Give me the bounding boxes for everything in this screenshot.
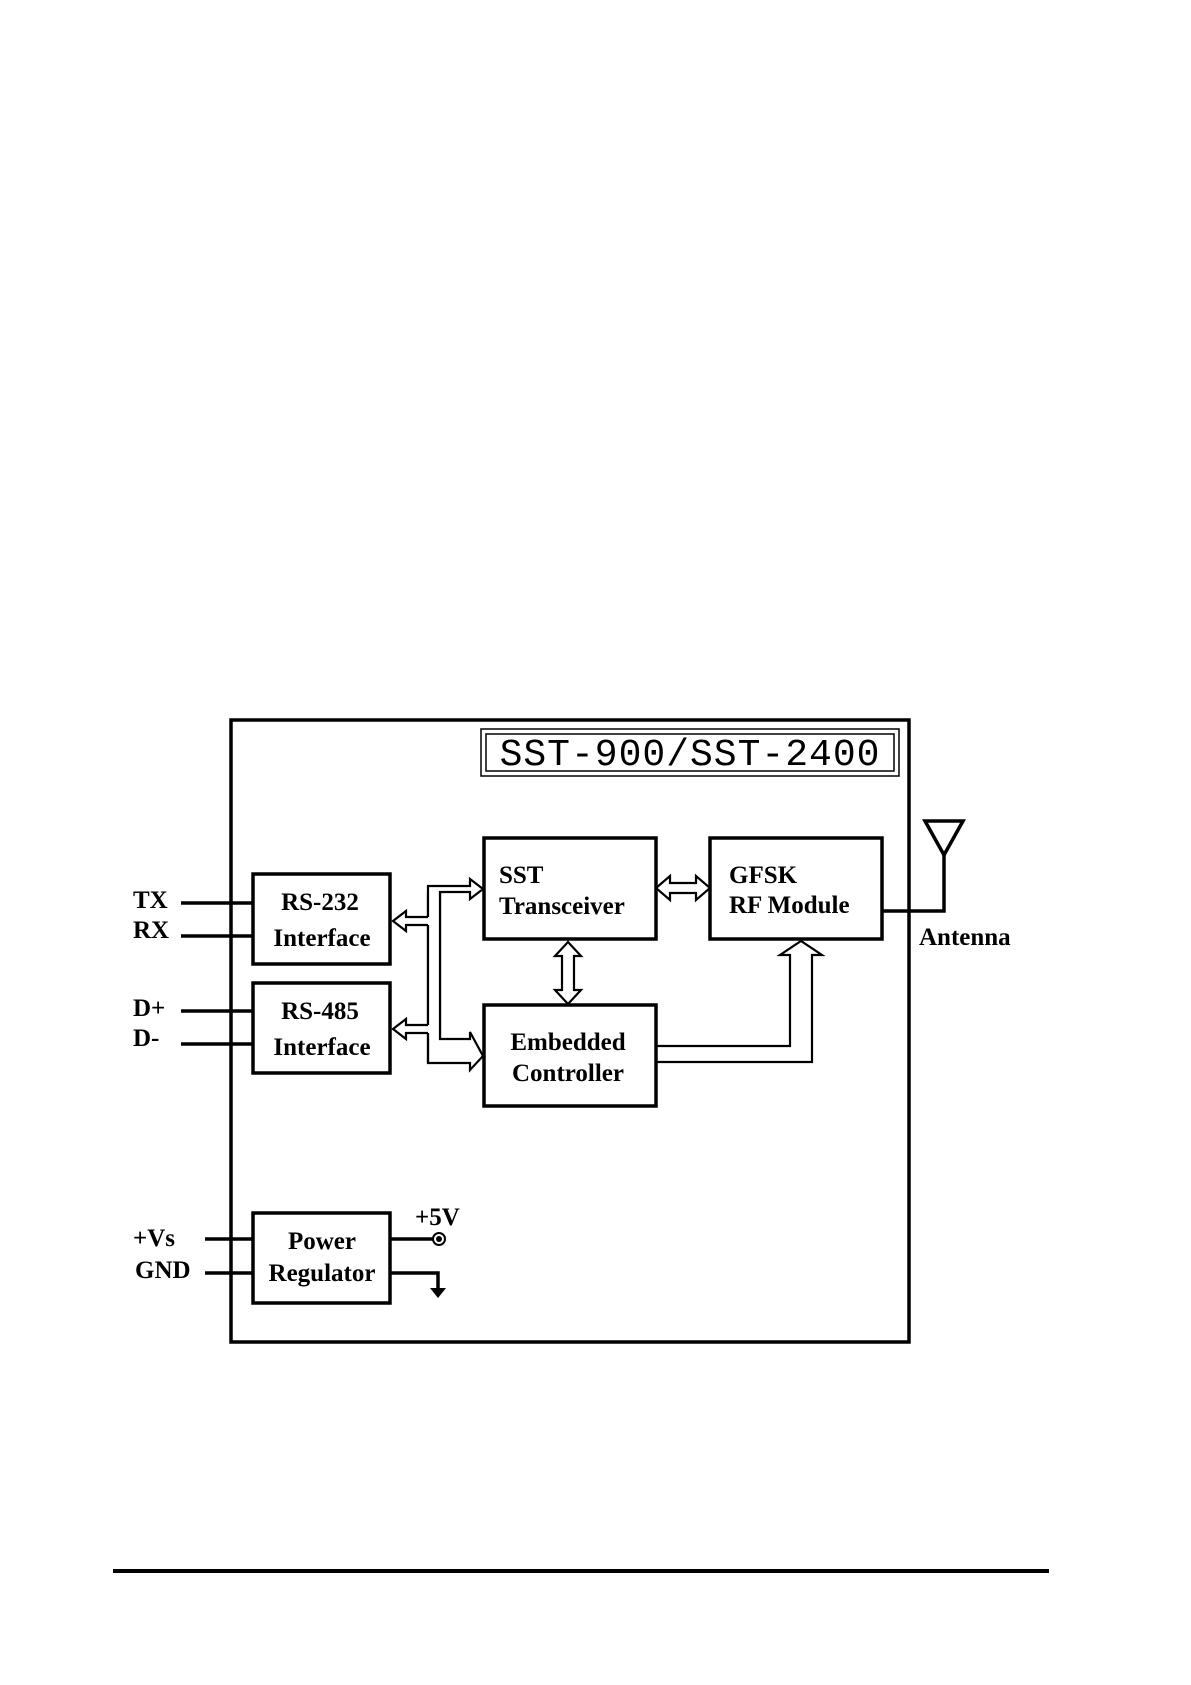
- rx-label: RX: [133, 917, 169, 944]
- rs232-interface-block: RS-232 Interface: [253, 874, 390, 964]
- svg-text:SST: SST: [499, 862, 544, 889]
- antenna-icon: [925, 821, 963, 855]
- svg-text:Interface: Interface: [273, 925, 370, 952]
- title-box: SST-900/SST-2400: [481, 729, 899, 777]
- footer-rule: [113, 1569, 1049, 1573]
- svg-text:Embedded: Embedded: [510, 1029, 625, 1056]
- sst-transceiver-block: SST Transceiver: [484, 838, 656, 939]
- power-regulator-block: Power Regulator: [253, 1213, 390, 1303]
- svg-text:RF Module: RF Module: [729, 892, 850, 919]
- rs485-interface-block: RS-485 Interface: [253, 983, 390, 1073]
- svg-text:RS-232: RS-232: [281, 889, 359, 916]
- svg-text:Regulator: Regulator: [269, 1260, 376, 1287]
- svg-text:Interface: Interface: [273, 1034, 370, 1061]
- dplus-label: D+: [133, 995, 165, 1022]
- svg-text:Transceiver: Transceiver: [499, 893, 625, 920]
- svg-text:Controller: Controller: [512, 1060, 624, 1087]
- plus5v-terminal: [433, 1233, 445, 1245]
- gnd-label: GND: [135, 1257, 191, 1284]
- vs-label: +Vs: [133, 1225, 175, 1252]
- tx-label: TX: [133, 887, 168, 914]
- svg-text:GFSK: GFSK: [729, 862, 798, 889]
- embedded-controller-block: Embedded Controller: [484, 1005, 656, 1106]
- svg-text:RS-485: RS-485: [281, 998, 359, 1025]
- plus5v-label: +5V: [415, 1204, 460, 1231]
- dminus-label: D-: [133, 1025, 159, 1052]
- module-title: SST-900/SST-2400: [500, 734, 881, 777]
- gfsk-rf-module-block: GFSK RF Module: [710, 838, 882, 939]
- antenna-label: Antenna: [919, 924, 1011, 951]
- svg-text:Power: Power: [288, 1228, 356, 1255]
